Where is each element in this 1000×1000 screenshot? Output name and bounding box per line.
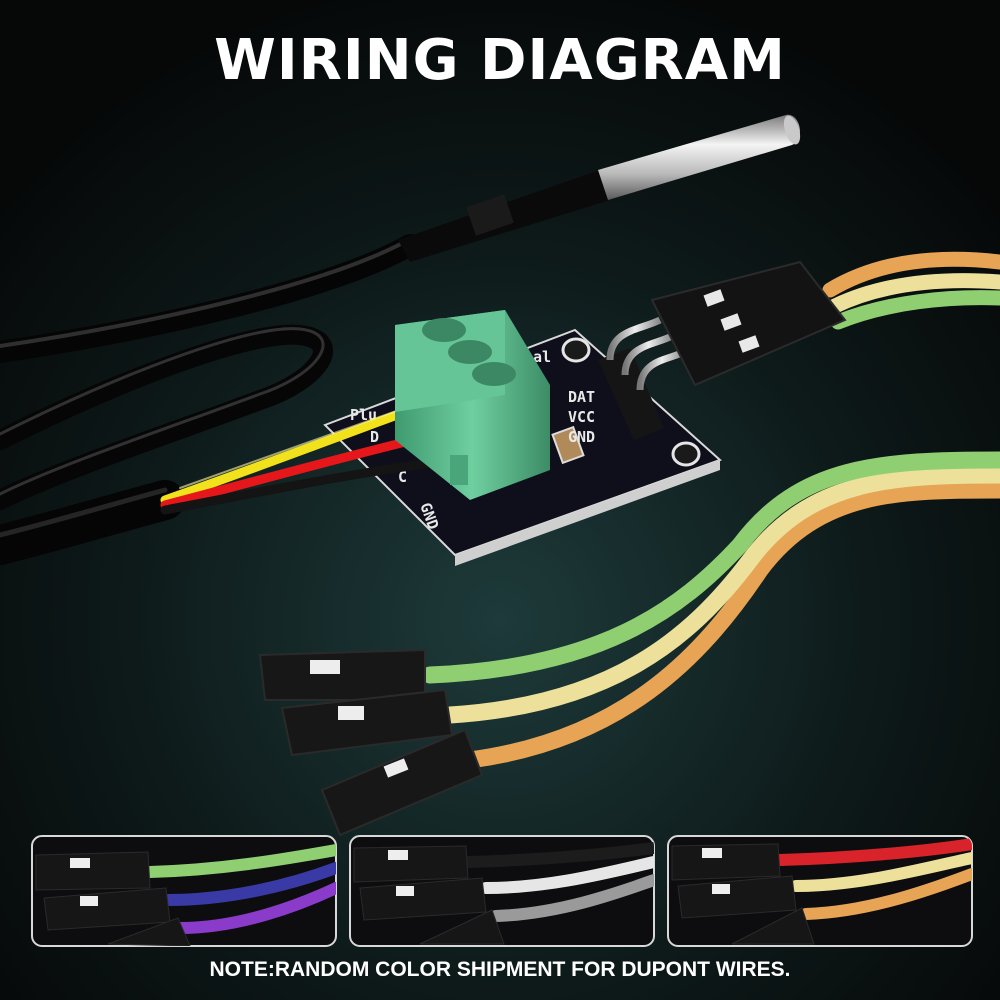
dupont-wires — [421, 451, 1000, 769]
variant-wire — [800, 868, 972, 920]
variant-panel-1 — [31, 835, 337, 947]
probe-head — [398, 114, 801, 262]
probe-wires — [160, 407, 460, 515]
pcb-label-gnd: GND — [568, 428, 595, 446]
dupont-connector-1 — [258, 648, 426, 701]
color-note: NOTE:RANDOM COLOR SHIPMENT FOR DUPONT WI… — [209, 958, 791, 981]
variant-wire — [790, 852, 972, 892]
page-title: WIRING DIAGRAM — [214, 28, 786, 93]
variant-panel-3 — [667, 835, 973, 947]
variant-wire — [480, 856, 654, 894]
mount-hole — [671, 441, 701, 467]
variant-panel-2 — [349, 835, 655, 947]
variant-wire — [174, 882, 336, 934]
probe-cable — [0, 234, 421, 565]
variant-wire — [490, 874, 654, 922]
mount-hole — [561, 337, 591, 363]
pcb-label-dat: DAT — [568, 388, 595, 406]
variant-wire — [162, 862, 336, 906]
variant-wire — [462, 842, 654, 868]
variant-wire — [144, 844, 336, 878]
pcb-label-d: D — [370, 428, 379, 446]
pcb-label-c: C — [398, 468, 407, 486]
dupont-connector-3 — [320, 728, 484, 837]
header-dupont-wires — [822, 251, 1000, 330]
dupont-housing-3pin — [650, 260, 847, 387]
pcb-label-vcc: VCC — [568, 408, 595, 426]
variant-wire — [774, 838, 972, 866]
terminal-block — [395, 310, 550, 500]
